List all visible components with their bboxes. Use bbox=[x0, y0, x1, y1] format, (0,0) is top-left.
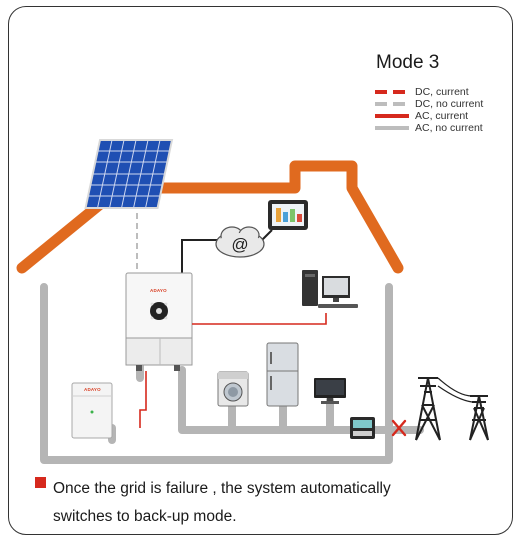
house-roof bbox=[16, 160, 404, 274]
legend-item: AC, no current bbox=[375, 122, 515, 134]
comm-line bbox=[181, 239, 220, 285]
power-tower-icon bbox=[415, 377, 489, 441]
tablet-icon bbox=[268, 200, 308, 230]
disconnect-x-icon bbox=[391, 419, 407, 437]
computer-icon bbox=[302, 270, 358, 308]
tv-icon bbox=[314, 378, 346, 404]
meter-icon bbox=[350, 417, 375, 439]
note-bullet bbox=[35, 477, 46, 488]
legend-item: DC, no current bbox=[375, 98, 515, 110]
legend-label: AC, current bbox=[415, 110, 469, 122]
battery-icon bbox=[71, 382, 113, 439]
inverter-to-computer-line bbox=[192, 313, 327, 325]
legend-item: DC, current bbox=[375, 86, 515, 98]
legend-label: DC, current bbox=[415, 86, 469, 98]
washing-machine-icon bbox=[217, 371, 249, 407]
legend-item: AC, current bbox=[375, 110, 515, 122]
inverter-to-battery-line bbox=[139, 371, 147, 428]
cloud-icon: @ bbox=[215, 226, 265, 258]
solar-panel-icon bbox=[84, 139, 174, 209]
legend-solid-swatch bbox=[375, 126, 409, 130]
mode-title: Mode 3 bbox=[376, 52, 440, 73]
ac-bus-line bbox=[178, 366, 424, 434]
ac-wiring-active bbox=[139, 313, 327, 428]
legend-solid-swatch bbox=[375, 114, 409, 118]
legend-label: AC, no current bbox=[415, 122, 483, 134]
legend-label: DC, no current bbox=[415, 98, 484, 110]
legend-dashed-swatch bbox=[375, 102, 409, 106]
inverter-icon bbox=[125, 272, 193, 371]
diagram-frame bbox=[8, 6, 513, 535]
inverter-brand-label: ADAYO bbox=[150, 288, 167, 293]
refrigerator-icon bbox=[266, 342, 299, 407]
ac-wiring-inactive bbox=[40, 283, 424, 464]
house-wall-outline bbox=[40, 283, 393, 464]
internet-symbol: @ bbox=[231, 235, 248, 254]
note-line-2: switches to back-up mode. bbox=[53, 508, 237, 525]
battery-brand-label: ADAYO bbox=[84, 387, 101, 392]
note-line-1: Once the grid is failure , the system au… bbox=[53, 480, 391, 497]
legend-dashed-swatch bbox=[375, 90, 409, 94]
